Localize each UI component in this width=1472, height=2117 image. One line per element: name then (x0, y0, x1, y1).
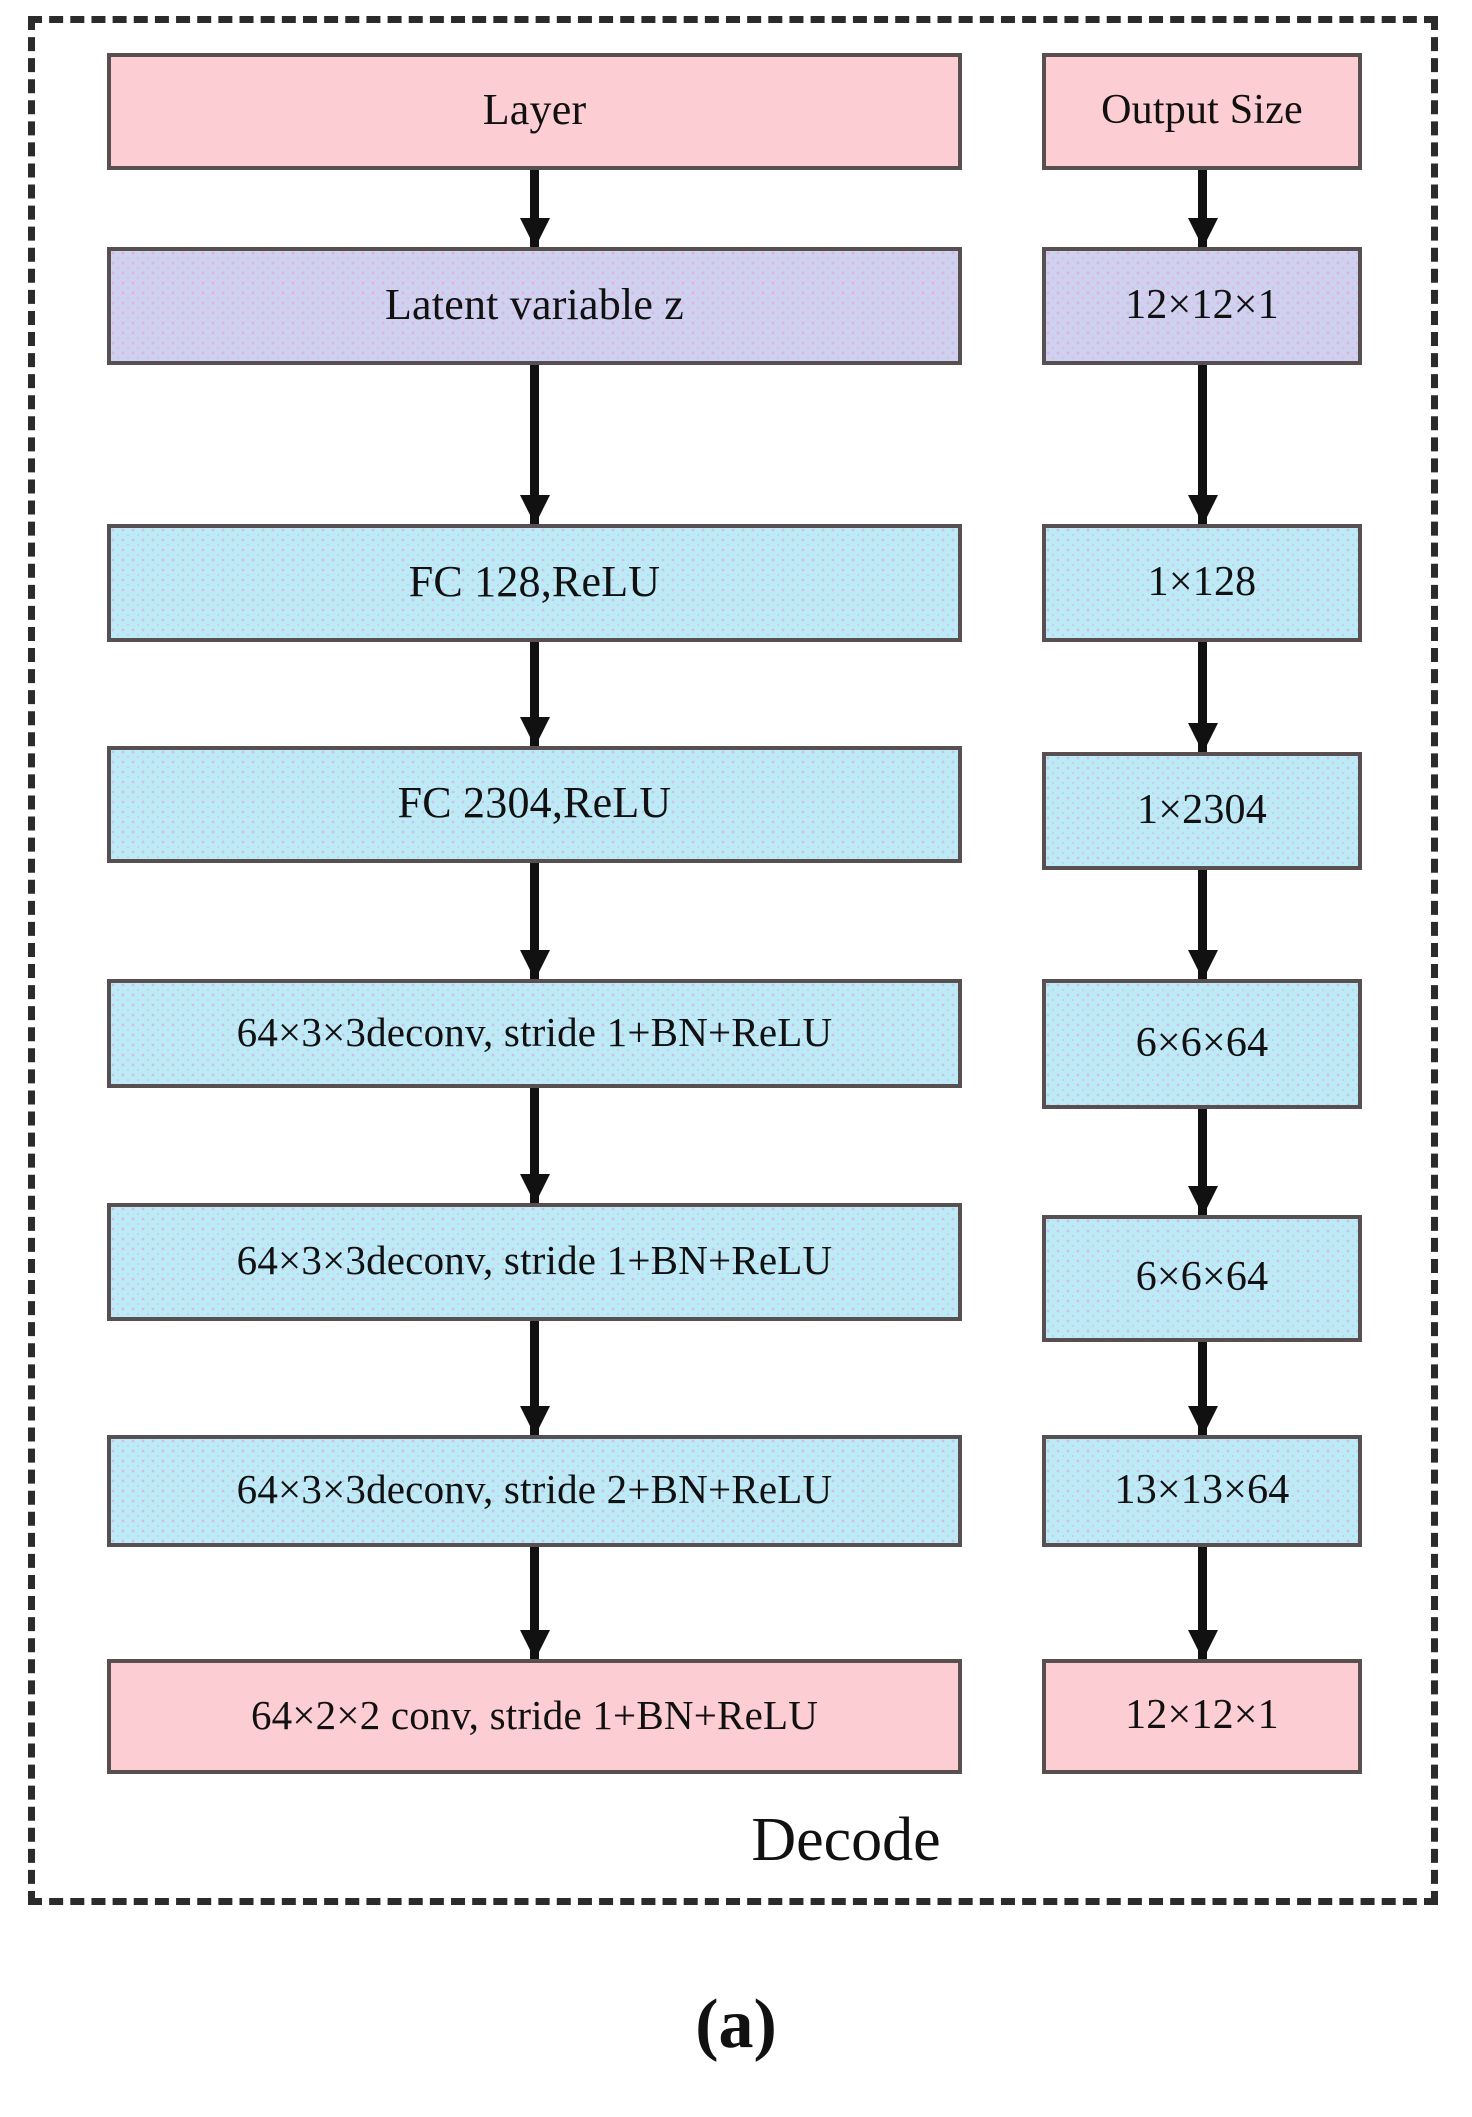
layer-box-0: Latent variable z (107, 247, 962, 365)
layer-column-header: Layer (107, 53, 962, 170)
layer-box-4-label: 64×3×3deconv, stride 1+BN+ReLU (236, 1237, 833, 1284)
layer-box-0-label: Latent variable z (384, 279, 684, 329)
layer-box-6-label: 64×2×2 conv, stride 1+BN+ReLU (250, 1691, 819, 1738)
output-size-box-4: 6×6×64 (1042, 1215, 1362, 1342)
arrow-row1-to-row2-right (1198, 642, 1207, 752)
output-size-box-0-label: 12×12×1 (1125, 281, 1279, 328)
arrow-row4-to-row5-left (530, 1321, 539, 1435)
layer-box-1-label: FC 128,ReLU (408, 556, 661, 606)
layer-box-1: FC 128,ReLU (107, 524, 962, 642)
output-size-box-1: 1×128 (1042, 524, 1362, 642)
layer-box-2: FC 2304,ReLU (107, 746, 962, 863)
output-size-box-6: 12×12×1 (1042, 1659, 1362, 1774)
decode-block-frame (28, 16, 1438, 1905)
output-size-box-1-label: 1×128 (1147, 558, 1257, 605)
layer-box-5: 64×3×3deconv, stride 2+BN+ReLU (107, 1435, 962, 1547)
layer-box-2-label: FC 2304,ReLU (397, 778, 672, 828)
figure-caption: (a) (695, 1986, 777, 2063)
arrow-row3-to-row4-left (530, 1088, 539, 1203)
arrow-row0-to-row1-left (530, 365, 539, 524)
arrow-row3-to-row4-right (1198, 1109, 1207, 1215)
output-size-box-3: 6×6×64 (1042, 979, 1362, 1109)
arrow-row1-to-row2-left (530, 642, 539, 746)
decode-section-label: Decode (751, 1806, 941, 1874)
output-size-box-5: 13×13×64 (1042, 1435, 1362, 1547)
output-size-box-2-label: 1×2304 (1137, 786, 1267, 833)
output-size-box-2: 1×2304 (1042, 752, 1362, 870)
arrow-header-to-row0-left (530, 170, 539, 247)
layer-box-4: 64×3×3deconv, stride 1+BN+ReLU (107, 1203, 962, 1321)
arrow-row0-to-row1-right (1198, 365, 1207, 524)
arrow-row5-to-row6-left (530, 1547, 539, 1659)
arrow-row4-to-row5-right (1198, 1342, 1207, 1435)
layer-column-header-label: Layer (482, 85, 587, 135)
layer-box-3-label: 64×3×3deconv, stride 1+BN+ReLU (236, 1008, 833, 1055)
output-size-column-header-label: Output Size (1101, 87, 1303, 134)
output-size-column-header: Output Size (1042, 53, 1362, 170)
output-size-box-4-label: 6×6×64 (1135, 1254, 1269, 1301)
output-size-box-3-label: 6×6×64 (1135, 1019, 1269, 1066)
output-size-box-0: 12×12×1 (1042, 247, 1362, 365)
output-size-box-5-label: 13×13×64 (1114, 1466, 1290, 1513)
output-size-box-6-label: 12×12×1 (1125, 1692, 1279, 1739)
layer-box-6: 64×2×2 conv, stride 1+BN+ReLU (107, 1659, 962, 1774)
arrow-header-to-row0-right (1198, 170, 1207, 247)
arrow-row2-to-row3-right (1198, 870, 1207, 979)
layer-box-3: 64×3×3deconv, stride 1+BN+ReLU (107, 979, 962, 1088)
arrow-row2-to-row3-left (530, 863, 539, 979)
arrow-row5-to-row6-right (1198, 1547, 1207, 1659)
layer-box-5-label: 64×3×3deconv, stride 2+BN+ReLU (236, 1466, 833, 1513)
